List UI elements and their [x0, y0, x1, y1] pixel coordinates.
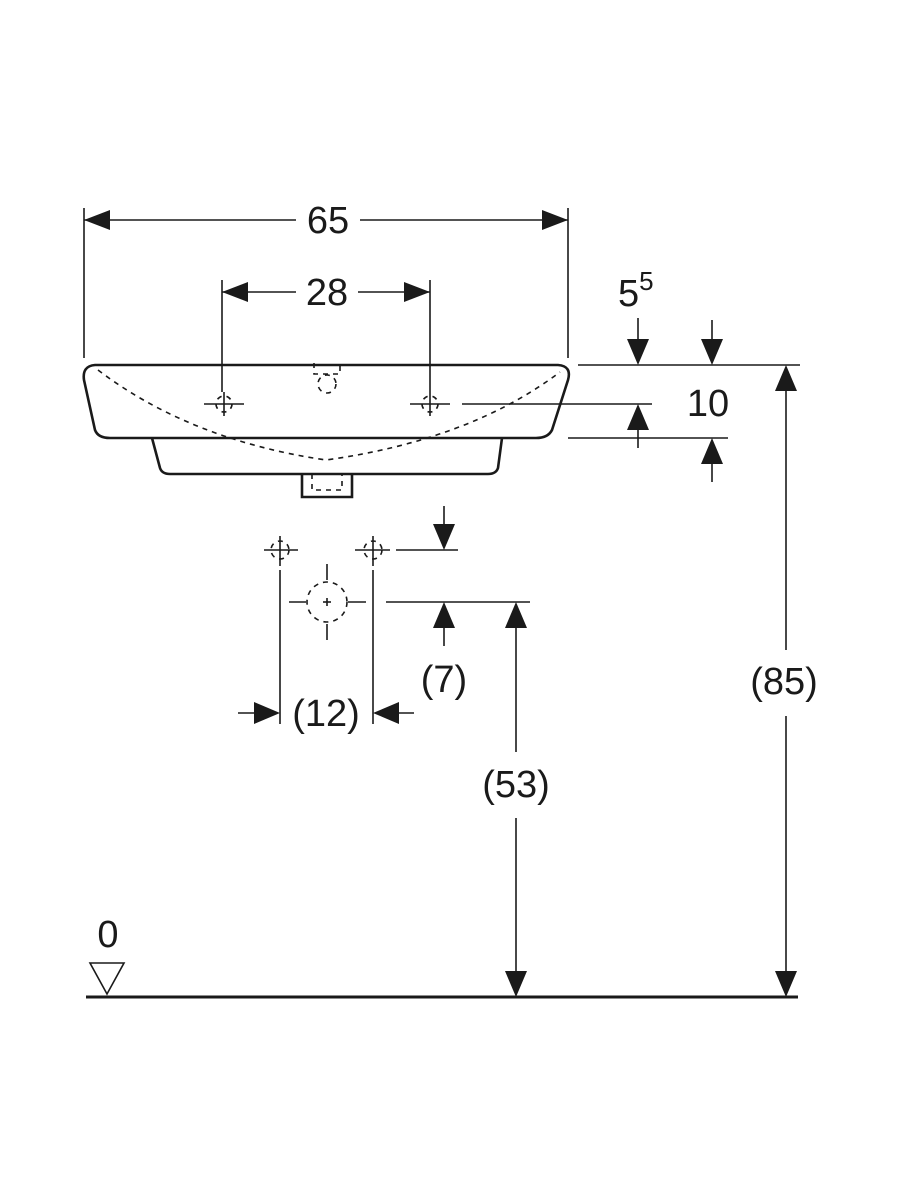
dimension-rim-thickness-label: 10 [687, 383, 729, 425]
floor-level-marker: 0 [88, 914, 126, 996]
tap-hole-right-icon [410, 392, 450, 416]
dimension-rim-offset-superscript: 5 [639, 266, 653, 296]
dimension-rim-offset-label: 5 [618, 273, 639, 315]
supply-connection-right-icon [355, 536, 390, 566]
floor-level-label: 0 [97, 914, 118, 956]
dimension-outlet-height: (53) [482, 602, 550, 997]
svg-text:55: 55 [618, 266, 654, 315]
dimension-width: 65 [83, 200, 569, 358]
washbasin-outline [82, 363, 571, 499]
dimension-outlet-height-label: (53) [482, 764, 550, 806]
dimension-rim-height-label: (85) [750, 661, 818, 703]
supply-connection-left-icon [264, 536, 298, 566]
dimension-rim-height: (85) [750, 365, 818, 997]
dimension-width-label: 65 [307, 200, 349, 242]
tap-hole-left-icon [204, 392, 244, 416]
dimension-outlet-spacing-label: (12) [292, 693, 360, 735]
waste-connection-icon [289, 564, 366, 640]
dimension-outlet-offset-label: (7) [421, 659, 467, 701]
dimension-rim-offset: 55 [578, 266, 800, 366]
dimension-tap-spacing: 28 [221, 272, 431, 392]
dimension-tap-spacing-label: 28 [306, 272, 348, 314]
dimension-outlet-offset: (7) [386, 506, 530, 701]
dimension-rim-thickness: 10 [462, 383, 729, 482]
dimension-outlet-spacing: (12) [238, 570, 414, 735]
